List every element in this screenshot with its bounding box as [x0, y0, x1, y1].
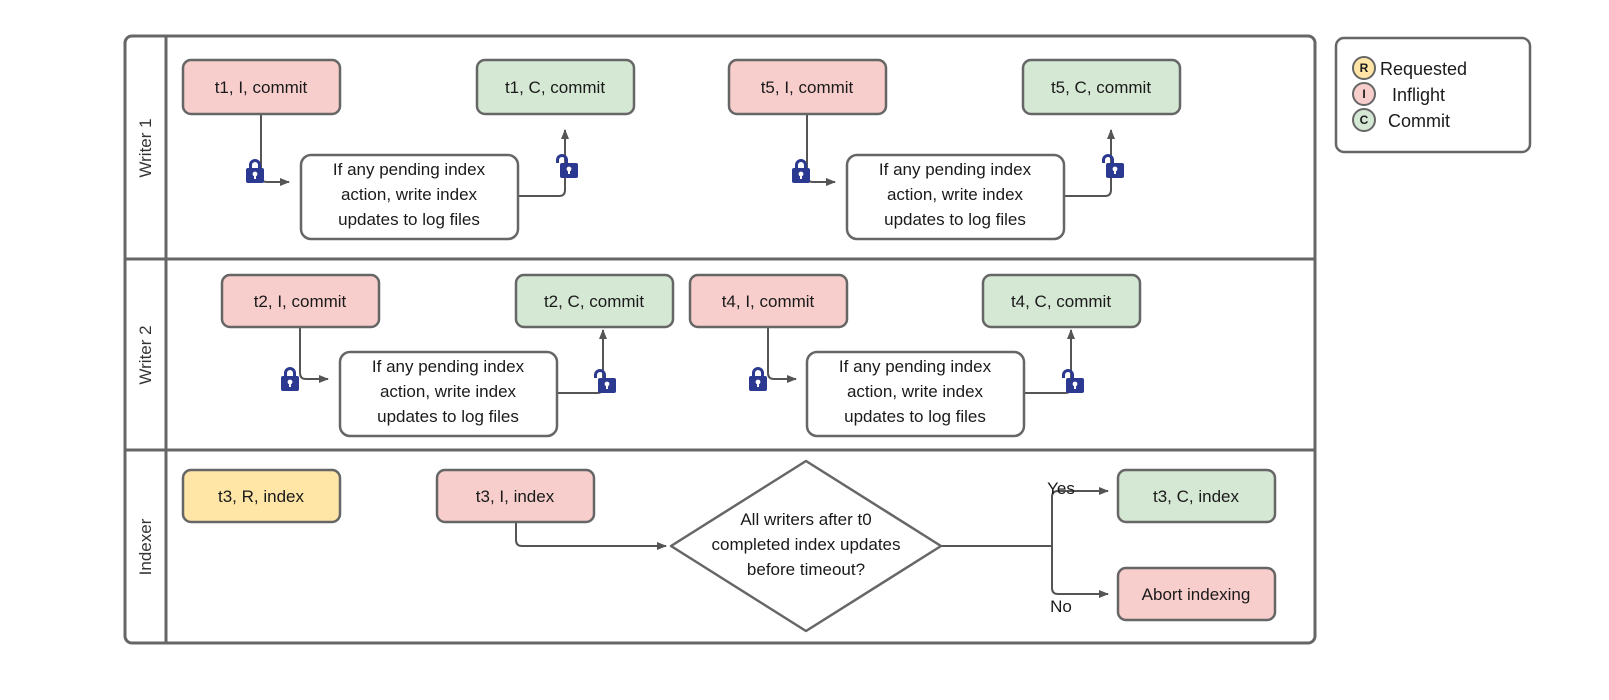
- legend-item-requested: R Requested: [1352, 56, 1467, 80]
- legend-glyph-c: C: [1360, 113, 1369, 127]
- node-t3-inflight[interactable]: t3, I, index: [435, 468, 596, 524]
- lock-open-icon: [556, 154, 578, 178]
- node-t5-commit[interactable]: t5, C, commit: [1021, 58, 1182, 116]
- node-label: t3, R, index: [218, 487, 304, 506]
- legend-item-inflight: I Inflight: [1352, 82, 1445, 106]
- node-label: t2, C, commit: [544, 292, 644, 311]
- node-t4-inflight[interactable]: t4, I, commit: [688, 273, 849, 329]
- note-writer2-t4: If any pending index action, write index…: [805, 350, 1026, 438]
- node-label: t5, I, commit: [761, 78, 854, 97]
- legend-label-inflight: Inflight: [1392, 85, 1445, 105]
- legend-panel: R Requested I Inflight C Commit: [1334, 36, 1532, 154]
- lane-label-writer2-text: Writer 2: [136, 325, 155, 384]
- legend-label-requested: Requested: [1380, 59, 1467, 79]
- node-label: t3, C, index: [1153, 487, 1239, 506]
- legend-glyph-i: I: [1362, 87, 1365, 101]
- lock-closed-icon: [792, 159, 810, 183]
- lock-closed-icon: [281, 367, 299, 391]
- note-line-3: updates to log files: [884, 210, 1026, 229]
- note-writer1-t5: If any pending index action, write index…: [845, 153, 1066, 241]
- decision-node[interactable]: All writers after t0 completed index upd…: [669, 459, 943, 633]
- node-label: t5, C, commit: [1051, 78, 1151, 97]
- lane-label-writer2: Writer 2: [136, 325, 155, 384]
- lock-open-icon: [594, 369, 616, 393]
- node-t2-inflight[interactable]: t2, I, commit: [220, 273, 381, 329]
- lane-label-indexer: Indexer: [136, 518, 155, 575]
- node-t4-commit[interactable]: t4, C, commit: [981, 273, 1142, 329]
- note-line-1: If any pending index: [879, 160, 1032, 179]
- note-line-1: If any pending index: [333, 160, 486, 179]
- note-writer2-t2: If any pending index action, write index…: [338, 350, 559, 438]
- edge-label-no: No: [1050, 597, 1072, 616]
- node-t1-inflight[interactable]: t1, I, commit: [181, 58, 342, 116]
- decision-line-3: before timeout?: [747, 560, 865, 579]
- node-label: t1, I, commit: [215, 78, 308, 97]
- note-line-3: updates to log files: [338, 210, 480, 229]
- legend-glyph-r: R: [1360, 61, 1369, 75]
- node-t5-inflight[interactable]: t5, I, commit: [727, 58, 888, 116]
- node-label: t3, I, index: [476, 487, 555, 506]
- edges-indexer: [515, 487, 1109, 598]
- note-line-2: action, write index: [887, 185, 1024, 204]
- lock-closed-icon: [749, 367, 767, 391]
- edge-label-yes: Yes: [1047, 479, 1075, 498]
- decision-line-1: All writers after t0: [740, 510, 871, 529]
- lock-open-icon: [1062, 369, 1084, 393]
- note-line-3: updates to log files: [844, 407, 986, 426]
- node-label: Abort indexing: [1142, 585, 1251, 604]
- note-line-2: action, write index: [847, 382, 984, 401]
- note-line-2: action, write index: [341, 185, 478, 204]
- note-line-2: action, write index: [380, 382, 517, 401]
- node-t1-commit[interactable]: t1, C, commit: [475, 58, 636, 116]
- node-label: t1, C, commit: [505, 78, 605, 97]
- note-line-3: updates to log files: [377, 407, 519, 426]
- lock-closed-icon: [246, 159, 264, 183]
- lane-label-writer1: Writer 1: [136, 118, 155, 177]
- node-label: t4, I, commit: [722, 292, 815, 311]
- note-writer1-t1: If any pending index action, write index…: [299, 153, 520, 241]
- node-label: t4, C, commit: [1011, 292, 1111, 311]
- legend-label-commit: Commit: [1388, 111, 1450, 131]
- node-t3-commit[interactable]: t3, C, index: [1116, 468, 1277, 524]
- node-label: t2, I, commit: [254, 292, 347, 311]
- node-t3-requested[interactable]: t3, R, index: [181, 468, 342, 524]
- node-abort-indexing[interactable]: Abort indexing: [1116, 566, 1277, 622]
- lane-label-indexer-text: Indexer: [136, 518, 155, 575]
- legend-item-commit: C Commit: [1352, 108, 1450, 132]
- decision-line-2: completed index updates: [711, 535, 900, 554]
- note-line-1: If any pending index: [839, 357, 992, 376]
- node-t2-commit[interactable]: t2, C, commit: [514, 273, 675, 329]
- note-line-1: If any pending index: [372, 357, 525, 376]
- lane-label-writer1-text: Writer 1: [136, 118, 155, 177]
- lock-open-icon: [1102, 154, 1124, 178]
